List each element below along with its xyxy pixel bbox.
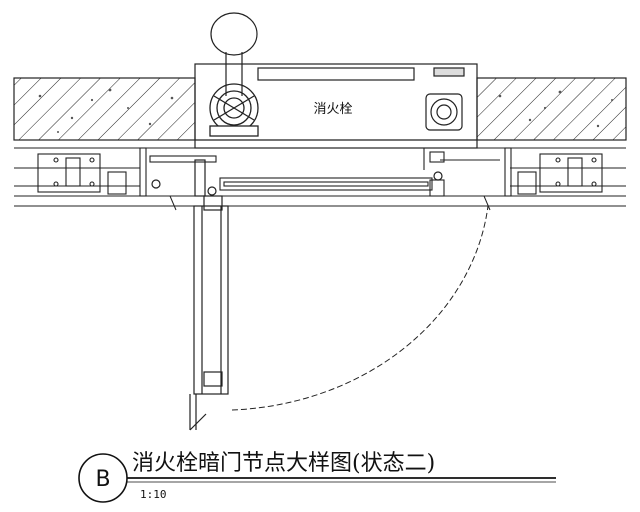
hydrant-cabinet [194, 63, 478, 149]
drawing-scale: 1:10 [140, 488, 167, 501]
door-frame-band [14, 147, 626, 207]
jamb-marks [169, 195, 491, 211]
equipment-label: 消火栓 [313, 102, 352, 117]
right-bracket-icon [517, 153, 603, 195]
left-bracket-icon [37, 153, 127, 195]
hinge-icon [151, 171, 443, 196]
right-wall [476, 77, 627, 141]
door-leaf [189, 159, 229, 431]
detail-letter: B [95, 467, 110, 492]
hose-coupling-icon [425, 93, 463, 131]
hydrant-valve-icon [209, 83, 259, 137]
drawing-title: 消火栓暗门节点大样图(状态二) [132, 451, 435, 476]
left-wall [13, 77, 196, 141]
hose-pipe [210, 12, 258, 96]
title-block: B 消火栓暗门节点大样图(状态二) 1:10 [78, 451, 556, 503]
door-swing-arc [231, 205, 489, 411]
